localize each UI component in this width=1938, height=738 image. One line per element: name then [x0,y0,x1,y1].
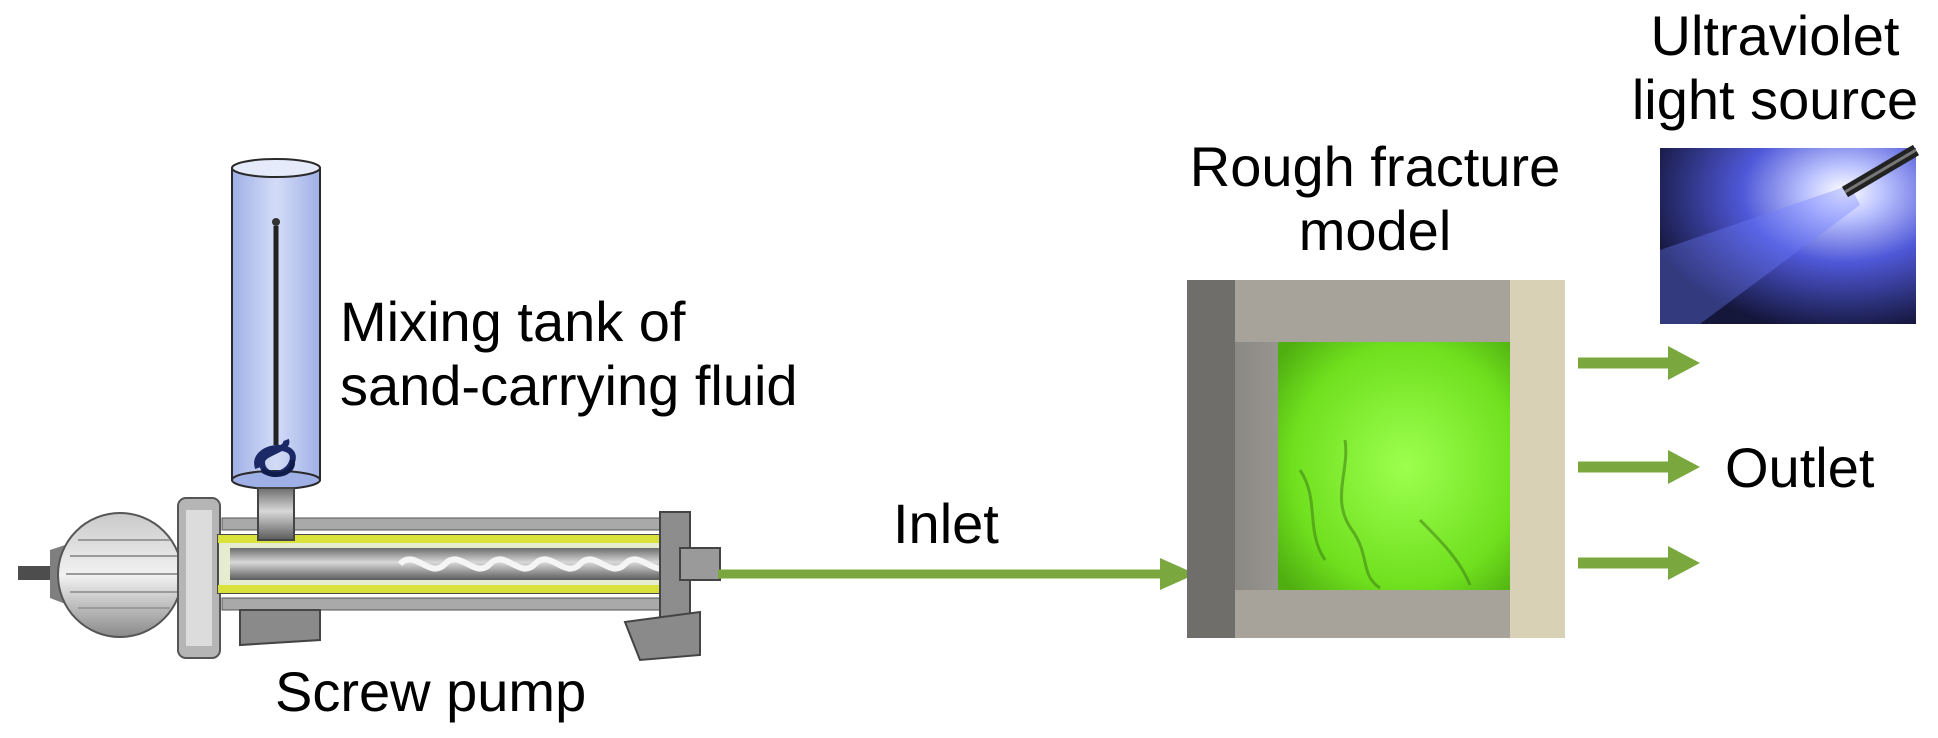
mixing-tank [231,158,321,490]
outlet-arrows [1578,346,1700,580]
uv-light-source [1660,144,1920,324]
fracture-model-label: Rough fracture model [1165,135,1585,263]
mixing-tank-label-line2: sand-carrying fluid [340,354,798,417]
fracture-model-label-line1: Rough fracture [1189,135,1561,198]
outlet-label: Outlet [1725,436,1875,499]
stirrer-icon [254,218,296,477]
screw-pump [18,487,721,662]
mixing-tank-label: Mixing tank of sand-carrying fluid [340,290,798,418]
fracture-model-label-line2: model [1298,199,1452,262]
outlet-arrow-middle [1578,450,1700,484]
inlet-label: Inlet [893,492,999,555]
uv-source-label-line1: Ultraviolet [1650,4,1900,67]
uv-source-label: Ultraviolet light source [1615,4,1935,132]
outlet-arrow-top [1578,346,1700,380]
fracture-model [1187,280,1565,638]
inlet-arrow [718,558,1196,590]
uv-source-label-line2: light source [1631,68,1919,131]
screw-pump-label: Screw pump [275,660,587,723]
mixing-tank-label-line1: Mixing tank of [340,290,686,353]
outlet-arrow-bottom [1578,546,1700,580]
